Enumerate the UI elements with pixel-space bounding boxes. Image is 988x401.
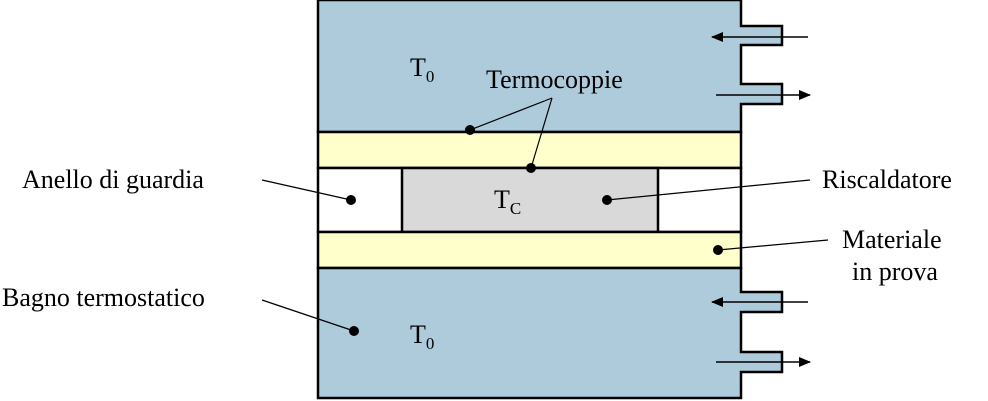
- leader-riscaldatore: [606, 179, 811, 201]
- thermocouple-dot-middle: [526, 163, 536, 173]
- lower-sample-layer: [316, 230, 743, 270]
- heater-temperature-symbol: TC: [494, 185, 521, 218]
- guard-ring-dot: [346, 195, 356, 205]
- leader-termocoppie-middle: [530, 97, 553, 169]
- leader-materiale: [717, 239, 829, 251]
- label-in-prova: in prova: [852, 257, 938, 286]
- label-termocoppie: Termocoppie: [486, 65, 623, 94]
- upper-sample-layer: [316, 130, 743, 170]
- heater-block: [400, 166, 660, 234]
- label-riscaldatore: Riscaldatore: [822, 165, 952, 194]
- sample-dot: [713, 245, 723, 255]
- label-materiale: Materiale: [842, 225, 942, 254]
- leader-bagno: [261, 299, 355, 332]
- label-anello-di-guardia: Anello di guardia: [22, 165, 204, 194]
- label-bagno-termostatico: Bagno termostatico: [2, 283, 205, 312]
- bath-dot: [349, 326, 359, 336]
- leader-termocoppie-upper: [469, 97, 553, 131]
- bottom-temperature-symbol: T0: [410, 320, 434, 353]
- bottom-bath: [316, 266, 784, 400]
- heater-dot: [602, 195, 612, 205]
- top-temperature-symbol: T0: [410, 53, 434, 86]
- thermocouple-dot-upper: [465, 125, 475, 135]
- leader-anello: [261, 179, 352, 201]
